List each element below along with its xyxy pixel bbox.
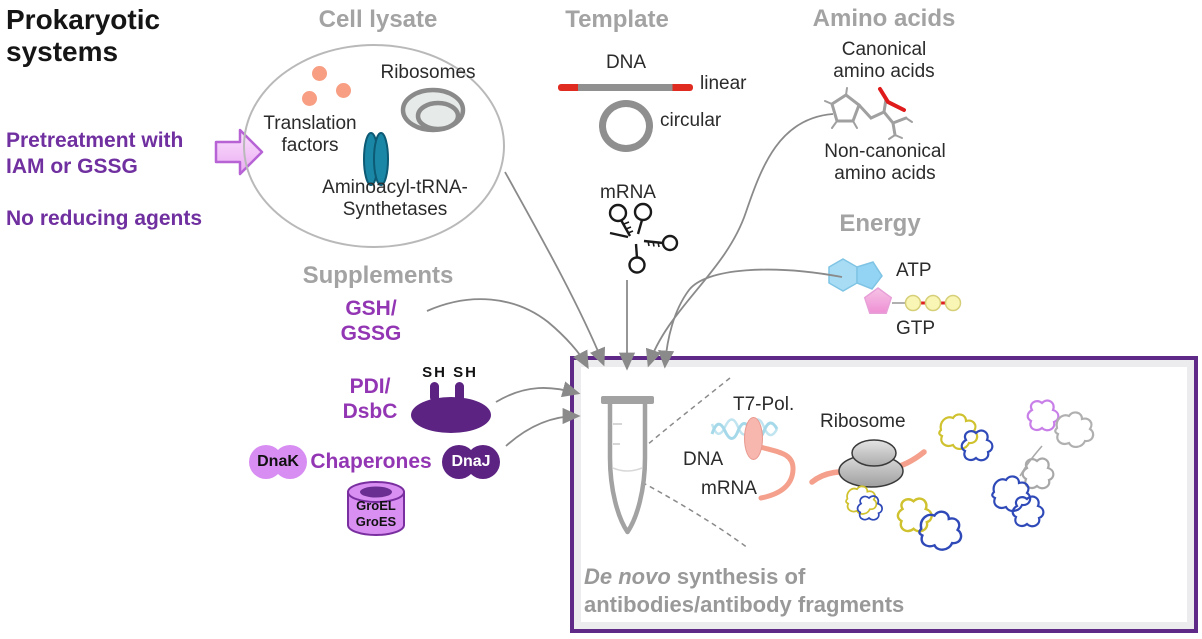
translation-factors-label: Translation factors: [252, 113, 368, 158]
canonical-line2: amino acids: [833, 61, 935, 83]
groes-label: GroES: [355, 514, 397, 529]
pretreatment-note: Pretreatment with IAM or GSSG: [6, 128, 183, 181]
antibody-hinge-strand: [1019, 445, 1043, 477]
dsbc-line2: DsbC: [342, 399, 398, 423]
translation-factors-line2: factors: [281, 135, 339, 157]
nucleotide-icon: [828, 258, 962, 315]
ribosome-icon: [400, 87, 466, 133]
lysate-ellipse: [243, 44, 505, 248]
pdi-enzyme-icon: [411, 382, 491, 433]
pdi-dsbc-label: PDI/ DsbC: [325, 375, 415, 425]
noncanonical-line2: amino acids: [834, 163, 936, 185]
groel-barrel-icon: [347, 481, 405, 536]
dnak-blob-icon: [249, 445, 307, 479]
mrna-label: mRNA: [600, 182, 656, 203]
caption-denovo: De novo: [584, 564, 671, 589]
chaperones-label: Chaperones: [310, 450, 432, 473]
gsh-line1: GSH/: [345, 297, 397, 320]
dnaj-blob: DnaJ: [439, 443, 503, 481]
dnak-blob: DnaK: [246, 443, 310, 481]
caption-synthesis: synthesis of: [670, 564, 806, 589]
pdi-line1: PDI/: [349, 375, 391, 398]
connector-dnaj: [505, 407, 581, 447]
reaction-tube-icon: [601, 396, 654, 535]
template-header: Template: [565, 6, 669, 33]
gsh-gssg-label: GSH/ GSSG: [326, 297, 416, 347]
dnaj-blob-icon: [442, 445, 500, 479]
caption-line2: antibodies/antibody fragments: [584, 592, 905, 618]
translating-ribosome-icon: [838, 439, 904, 488]
supplements-header: Supplements: [302, 262, 454, 289]
circular-label: circular: [660, 110, 722, 131]
amino-acids-header: Amino acids: [812, 5, 956, 32]
synthetases-line1: Aminoacyl-tRNA-: [322, 177, 468, 198]
translation-factor-dot: [312, 66, 327, 81]
no-reducing-note: No reducing agents: [6, 207, 203, 230]
pretreatment-line2: IAM or GSSG: [6, 155, 138, 179]
energy-header: Energy: [839, 210, 921, 237]
translation-factors-line1: Translation: [263, 113, 357, 134]
box-dna-label: DNA: [683, 449, 724, 470]
canonical-line1: Canonical: [841, 39, 927, 60]
dnaj-label: DnaJ: [451, 453, 491, 470]
gtp-label: GTP: [896, 318, 936, 339]
gssg-line2: GSSG: [340, 321, 402, 345]
box-mrna-label: mRNA: [701, 478, 757, 499]
noncanonical-line1: Non-canonical: [824, 141, 946, 162]
translation-factor-dot: [336, 83, 351, 98]
translation-factor-dot: [302, 91, 317, 106]
ribosomes-label: Ribosomes: [380, 62, 476, 83]
synthetases-line2: Synthetases: [342, 199, 448, 221]
noncanonical-label: Non-canonical amino acids: [800, 141, 970, 186]
caption-line1: De novo synthesis of: [584, 563, 1014, 591]
antibody-fragment: [938, 413, 994, 462]
antibody-fragment: [1026, 399, 1095, 449]
page-title-line1: Prokaryotic: [6, 4, 161, 35]
box-ribosome-label: Ribosome: [820, 411, 906, 432]
antibody-fragment: [896, 497, 963, 551]
antibody-fragment: [845, 485, 883, 521]
connector-gsh: [426, 298, 589, 370]
groel-label: GroEL: [356, 498, 396, 513]
antibody-fragment: [991, 457, 1055, 528]
connector-pdi: [495, 381, 581, 403]
canonical-label: Canonical amino acids: [809, 39, 959, 84]
amino-acid-molecule-icon: [824, 87, 913, 140]
atp-label: ATP: [896, 260, 932, 281]
antibody-fragments-group: [845, 399, 1095, 551]
sh-groups-label: SH SH: [422, 364, 478, 381]
synthetase-icon: [363, 132, 389, 186]
t7-pol-label: T7-Pol.: [733, 394, 795, 415]
page-title: Prokaryotic systems: [6, 4, 160, 68]
linear-dna-icon: [558, 84, 693, 91]
t7-polymerase-icon: [744, 417, 763, 460]
dna-label: DNA: [605, 52, 647, 73]
mrna-structure-icon: [608, 202, 679, 274]
groel-chaperonin: GroEL GroES: [344, 478, 408, 540]
circular-dna-icon: [599, 100, 653, 152]
page-title-line2: systems: [6, 36, 119, 68]
box-caption: De novo synthesis of antibodies/antibody…: [584, 563, 1014, 619]
cell-lysate-header: Cell lysate: [318, 6, 438, 33]
synthetases-label: Aminoacyl-tRNA- Synthetases: [292, 177, 498, 222]
linear-label: linear: [700, 73, 747, 94]
pretreatment-line1: Pretreatment with: [6, 129, 184, 152]
dnak-label: DnaK: [257, 453, 299, 470]
